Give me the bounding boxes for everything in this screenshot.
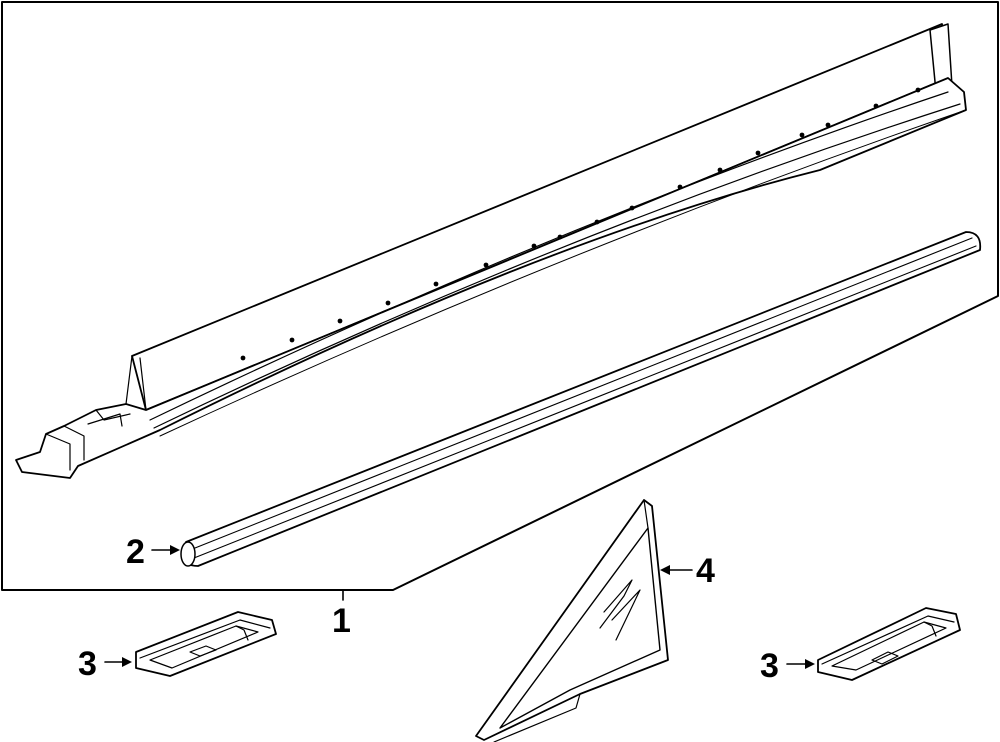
callout-leaders — [104, 545, 815, 669]
callout-1: 1 — [332, 602, 351, 640]
quarter-glass[interactable] — [475, 499, 669, 742]
callout-4: 4 — [696, 552, 715, 590]
assembly-group-border — [1, 1, 999, 591]
rocker-molding[interactable] — [15, 23, 967, 479]
callout-3-right: 3 — [760, 647, 779, 685]
clip-left[interactable] — [135, 611, 277, 677]
callout-2: 2 — [126, 533, 145, 571]
callout-3-left: 3 — [78, 645, 97, 683]
clip-right[interactable] — [817, 607, 961, 681]
fastener-holes — [240, 87, 921, 361]
seal-strip[interactable] — [180, 231, 982, 567]
